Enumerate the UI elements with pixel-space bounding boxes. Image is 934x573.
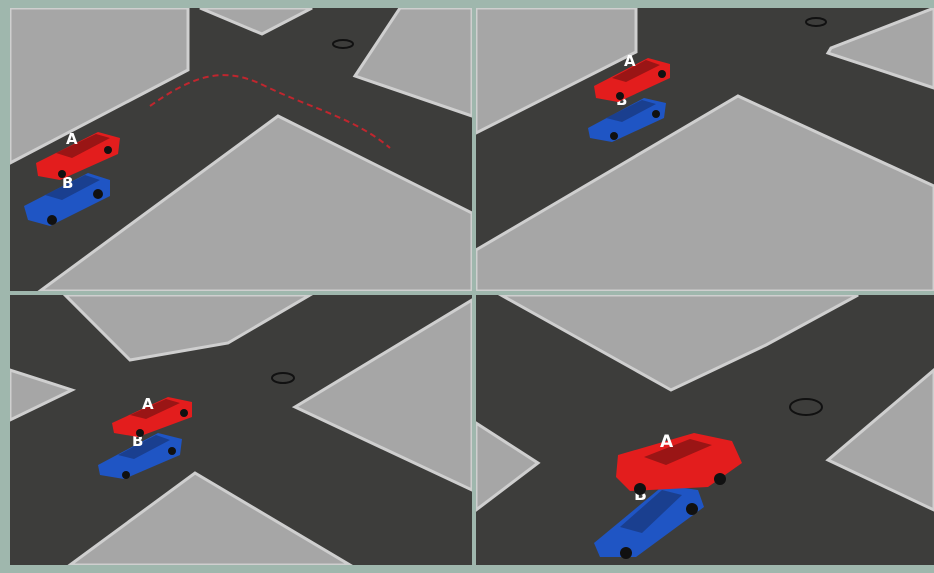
panel-2-scene: B A (476, 8, 934, 291)
panel-1: B A (10, 8, 472, 291)
car-a-label: A (142, 395, 154, 413)
panel-1-scene: B A (10, 8, 472, 291)
panel-4: B A (476, 295, 934, 565)
panel-4-scene: B A (476, 295, 934, 565)
panel-2: B A (476, 8, 934, 291)
panel-3: B A (10, 295, 472, 565)
car-a-label: A (624, 52, 636, 70)
car-a-label: A (660, 432, 674, 452)
car-a-label: A (66, 130, 78, 148)
panel-3-scene: B A (10, 295, 472, 565)
